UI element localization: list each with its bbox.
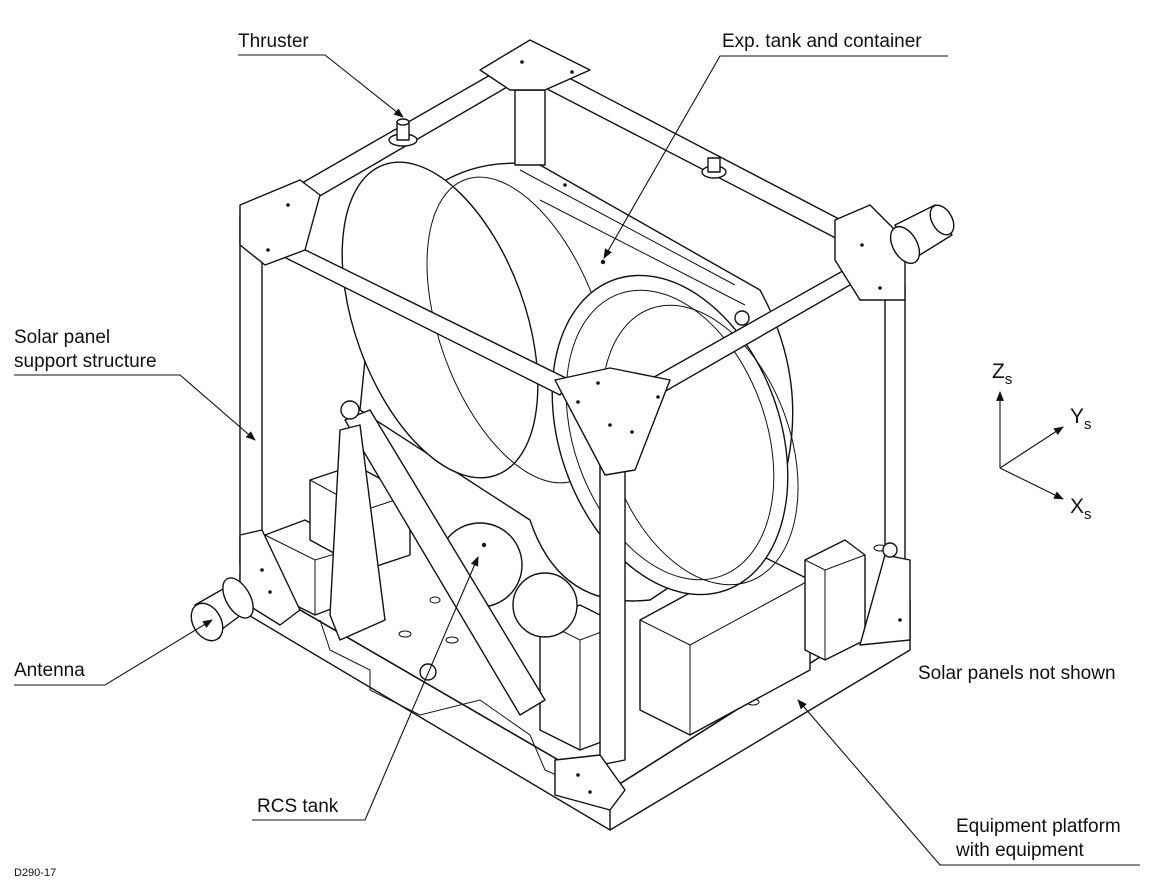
frame-corners <box>239 39 911 811</box>
figure-id: D290-17 <box>14 867 56 879</box>
thrusters <box>340 118 955 681</box>
label-solar-not-shown: Solar panels not shown <box>918 663 1116 684</box>
label-rcs-tank: RCS tank <box>257 796 339 817</box>
label-antenna: Antenna <box>14 660 85 681</box>
leader-exp-tank <box>603 55 948 259</box>
label-thruster: Thruster <box>238 31 309 52</box>
spacecraft-drawing <box>190 39 955 831</box>
x-axis-arrow <box>999 467 1064 500</box>
frame-top-beams <box>254 54 891 401</box>
thruster-large-corner <box>889 204 955 265</box>
x-axis-label: Xs <box>1070 495 1092 523</box>
label-platform-line1: Equipment platform <box>956 816 1121 837</box>
leader-thruster <box>238 54 404 118</box>
label-solar-support-line2: support structure <box>14 351 157 372</box>
leader-antenna <box>14 619 213 686</box>
leader-lines <box>14 54 1140 866</box>
callout-labels: Thruster Exp. tank and container Solar p… <box>14 31 1121 879</box>
diagonal-strut <box>329 409 546 716</box>
axis-triad: Zs Ys Xs <box>992 360 1092 523</box>
z-axis-label: Zs <box>992 360 1012 388</box>
rivets <box>260 60 902 794</box>
label-solar-support-line1: Solar panel <box>14 327 110 348</box>
y-axis-label: Ys <box>1070 405 1092 433</box>
thruster-left <box>340 310 898 681</box>
label-exp-tank: Exp. tank and container <box>722 31 922 52</box>
thruster-top <box>388 118 418 147</box>
thruster-top-right <box>701 157 727 179</box>
frame-posts <box>239 89 906 766</box>
leader-platform <box>797 699 1140 866</box>
label-platform-line2: with equipment <box>955 840 1085 861</box>
leader-solar-support <box>14 374 256 441</box>
leader-rcs-tank <box>252 556 479 821</box>
y-axis-arrow <box>999 426 1064 469</box>
